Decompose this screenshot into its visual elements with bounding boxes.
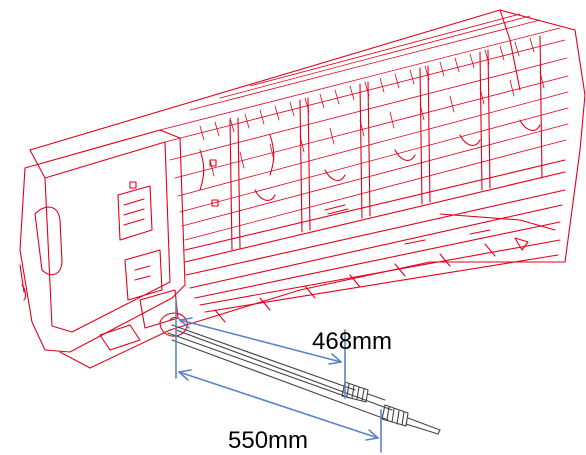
dimension-arrow-550 — [178, 369, 379, 441]
unit-left-end-cap — [19, 129, 186, 353]
unit-right-end-panel — [564, 29, 586, 263]
dimension-arrow-468 — [179, 317, 342, 365]
air-louver — [184, 159, 566, 323]
flare-nut-liquid — [341, 381, 386, 403]
refrigerant-pipes — [167, 324, 441, 435]
pipe-gas-lower — [171, 339, 389, 421]
frame-ribs — [199, 35, 543, 251]
pipe-liquid-lower — [167, 332, 351, 399]
display-window — [34, 206, 63, 276]
heat-exchanger-fins — [159, 13, 569, 241]
internal-components — [99, 159, 529, 351]
dimension-lines — [175, 299, 382, 453]
pipe-liquid-upper — [171, 324, 356, 391]
dimension-label-468: 468mm — [312, 328, 392, 355]
pipe-gas-upper — [175, 329, 393, 411]
unit-top-back-edge — [29, 9, 576, 151]
indoor-unit-outline — [19, 9, 586, 369]
dimension-label-550: 550mm — [228, 427, 308, 454]
flare-nut-gas — [381, 404, 441, 435]
unit-bottom-front-edge — [89, 261, 566, 369]
